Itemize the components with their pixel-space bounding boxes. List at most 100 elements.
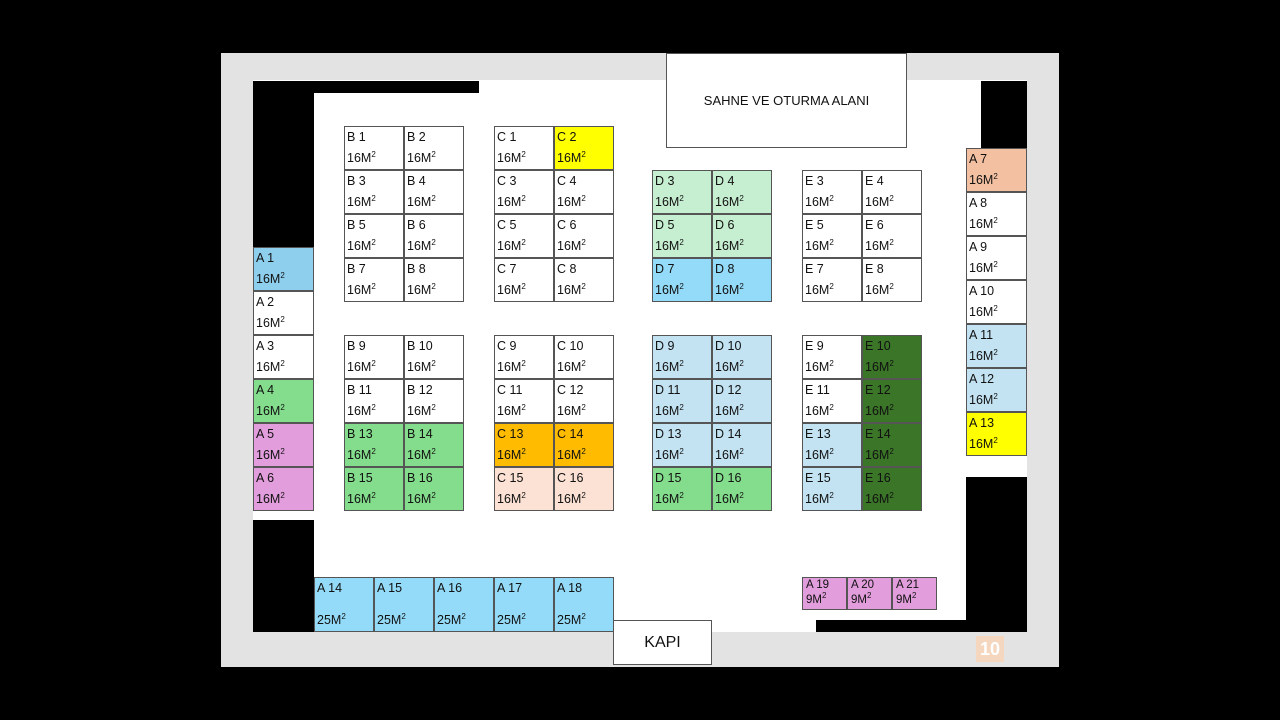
hatched-wall-top — [314, 81, 479, 93]
stage-area: SAHNE VE OTURMA ALANI — [666, 53, 907, 148]
booth-area-value: 16M — [557, 359, 582, 374]
booth-area: 16M2 — [256, 490, 285, 506]
booth-area-value: 16M — [805, 282, 830, 297]
booth-area: 16M2 — [969, 304, 998, 319]
booth-area: 16M2 — [497, 403, 526, 418]
booth-b4: B 4 16M2 — [404, 170, 464, 214]
square-superscript: 2 — [431, 237, 436, 247]
booth-label: A 2 — [256, 295, 275, 309]
booth-area-value: 25M — [557, 612, 582, 627]
booth-area: 16M2 — [655, 358, 684, 374]
booth-area: 16M2 — [256, 271, 285, 286]
square-superscript: 2 — [581, 490, 586, 500]
booth-area: 16M2 — [969, 436, 998, 451]
booth-d9: D 9 16M2 — [652, 335, 712, 379]
square-superscript: 2 — [829, 193, 834, 203]
hatched-wall-right-bottom — [966, 477, 1027, 632]
booth-area-value: 16M — [655, 238, 680, 253]
booth-area-value: 16M — [497, 282, 522, 297]
booth-area-value: 16M — [407, 194, 432, 209]
booth-label: D 9 — [655, 339, 675, 353]
hatched-wall-right-top — [981, 81, 1027, 148]
square-superscript: 2 — [280, 490, 285, 500]
booth-label: B 11 — [347, 383, 372, 397]
booth-label: B 3 — [347, 174, 366, 188]
booth-area-value: 16M — [969, 436, 994, 451]
square-superscript: 2 — [829, 446, 834, 456]
square-superscript: 2 — [521, 149, 526, 159]
booth-label: A 19 — [806, 579, 830, 591]
booth-area-value: 16M — [256, 491, 281, 506]
booth-label: E 8 — [865, 262, 884, 276]
booth-area-value: 16M — [805, 447, 830, 462]
booth-label: B 4 — [407, 174, 426, 188]
booth-e5: E 5 16M2 — [802, 214, 862, 258]
square-superscript: 2 — [581, 237, 586, 247]
booth-label: B 12 — [407, 383, 433, 397]
entrance-door: KAPI — [613, 620, 712, 665]
booth-label: E 5 — [805, 218, 824, 232]
booth-area-value: 16M — [256, 359, 281, 374]
booth-area: 16M2 — [865, 282, 894, 297]
square-superscript: 2 — [371, 193, 376, 203]
square-superscript: 2 — [371, 358, 376, 368]
square-superscript: 2 — [521, 237, 526, 247]
booth-area: 16M2 — [407, 149, 436, 165]
booth-label: C 10 — [557, 339, 584, 353]
square-superscript: 2 — [431, 193, 436, 203]
booth-area-value: 16M — [715, 447, 740, 462]
square-superscript: 2 — [993, 171, 998, 181]
square-superscript: 2 — [889, 490, 894, 500]
booth-label: B 10 — [407, 339, 433, 353]
square-superscript: 2 — [371, 149, 376, 159]
square-superscript: 2 — [739, 446, 744, 456]
square-superscript: 2 — [739, 237, 744, 247]
booth-area-value: 16M — [655, 403, 680, 418]
booth-area: 16M2 — [715, 237, 744, 253]
booth-label: A 8 — [969, 196, 988, 210]
square-superscript: 2 — [431, 402, 436, 412]
booth-label: B 14 — [407, 427, 433, 441]
booth-label: A 14 — [317, 581, 343, 595]
booth-area-value: 16M — [497, 150, 522, 165]
booth-label: C 2 — [557, 130, 577, 144]
booth-area-value: 16M — [715, 238, 740, 253]
booth-area-value: 16M — [655, 194, 680, 209]
booth-label: B 2 — [407, 130, 426, 144]
square-superscript: 2 — [581, 358, 586, 368]
booth-area: 16M2 — [557, 282, 586, 297]
square-superscript: 2 — [431, 149, 436, 159]
booth-label: C 13 — [497, 427, 524, 441]
booth-label: B 8 — [407, 262, 426, 276]
booth-area: 16M2 — [557, 446, 586, 462]
booth-area: 16M2 — [347, 491, 376, 506]
booth-label: D 5 — [655, 218, 675, 232]
booth-area: 16M2 — [256, 315, 285, 330]
square-superscript: 2 — [679, 358, 684, 368]
square-superscript: 2 — [581, 446, 586, 456]
booth-area: 16M2 — [557, 237, 586, 253]
booth-area-value: 9M — [806, 593, 822, 606]
booth-area: 16M2 — [805, 238, 834, 253]
hatched-wall-left-bottom — [253, 520, 314, 632]
door-label: KAPI — [644, 633, 681, 651]
booth-area: 16M2 — [865, 194, 894, 209]
